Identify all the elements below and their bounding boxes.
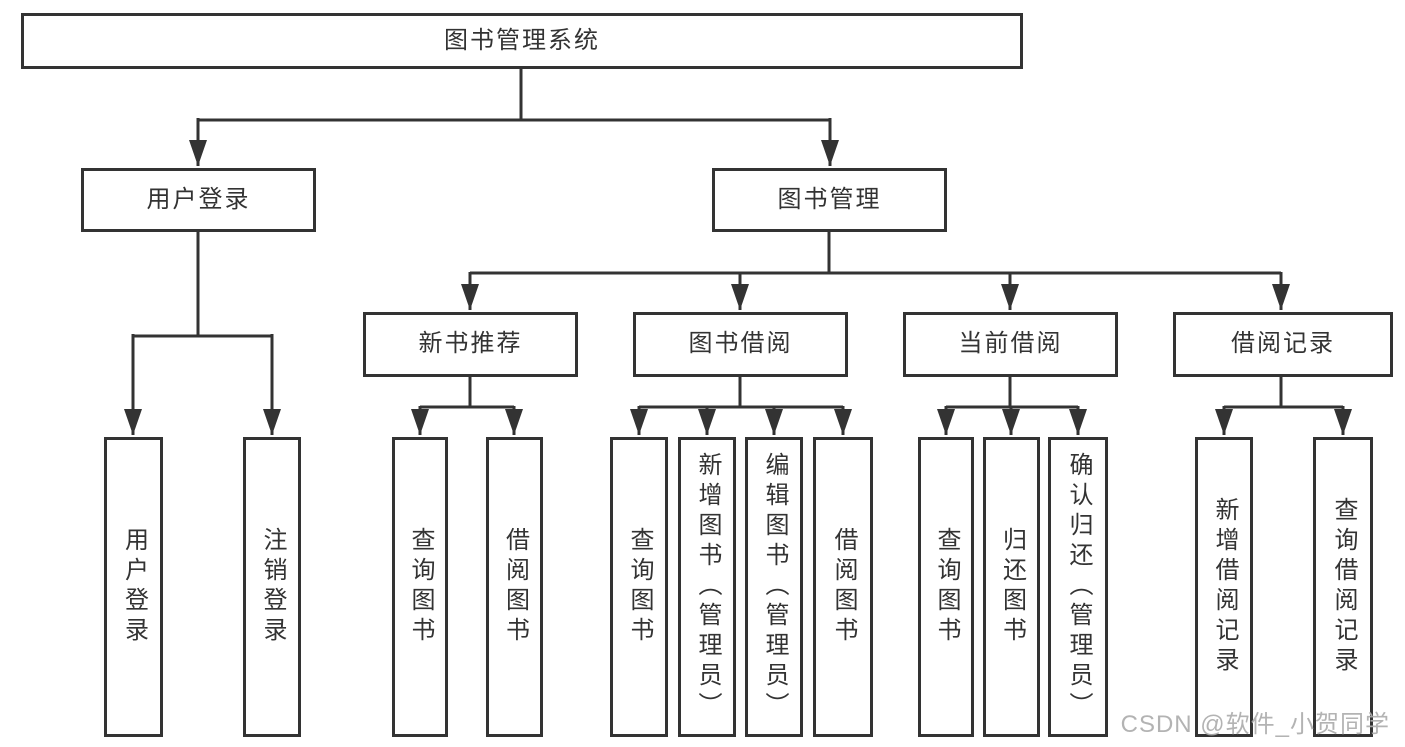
leaf-user-login: 用户登录	[104, 437, 163, 737]
node-user-login-branch: 用户登录	[81, 168, 316, 232]
leaf-query-books-borrowing: 查询图书	[610, 437, 668, 737]
node-new-book-recommend: 新书推荐	[363, 312, 578, 377]
node-current-borrowing: 当前借阅	[903, 312, 1118, 377]
leaf-return-books: 归还图书	[983, 437, 1040, 737]
watermark-text: CSDN @软件_小贺同学	[1120, 711, 1390, 738]
leaf-logout: 注销登录	[243, 437, 301, 737]
leaf-borrow-books-recommend: 借阅图书	[486, 437, 543, 737]
leaf-add-books-admin: 新增图书（管理员）	[678, 437, 736, 737]
leaf-borrow-books-borrowing: 借阅图书	[813, 437, 873, 737]
node-borrowing-records: 借阅记录	[1173, 312, 1393, 377]
leaf-add-borrow-record: 新增借阅记录	[1195, 437, 1253, 737]
node-library-system: 图书管理系统	[21, 13, 1023, 69]
node-book-borrowing: 图书借阅	[633, 312, 848, 377]
leaf-query-books-current: 查询图书	[918, 437, 974, 737]
leaf-query-books-recommend: 查询图书	[392, 437, 448, 737]
node-book-management: 图书管理	[712, 168, 947, 232]
leaf-edit-books-admin: 编辑图书（管理员）	[745, 437, 803, 737]
leaf-confirm-return-admin: 确认归还（管理员）	[1048, 437, 1108, 737]
leaf-query-borrow-record: 查询借阅记录	[1313, 437, 1373, 737]
